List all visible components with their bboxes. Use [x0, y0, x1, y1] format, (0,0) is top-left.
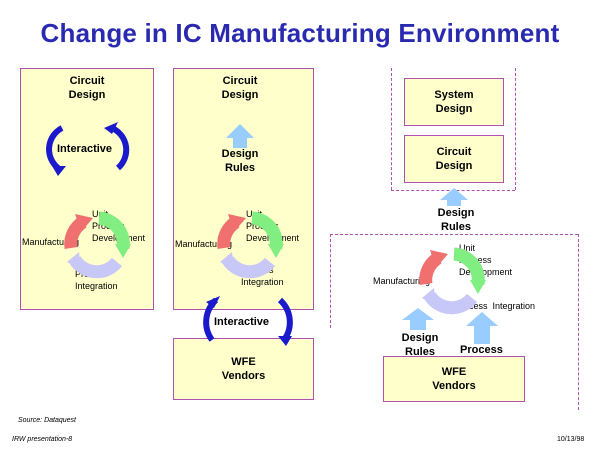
system-region-left-edge	[391, 68, 392, 190]
presentation-id: IRW presentation-8	[12, 436, 73, 443]
right-up-arrow-top-icon	[440, 188, 468, 206]
right-design-rules-bottom-label: Design Rules	[401, 332, 439, 358]
left-manufacturing-label: Manufacturing	[22, 237, 80, 247]
middle-design-rules-label: Design Rules	[221, 148, 259, 174]
right-wfe-vendors-box: WFE Vendors	[383, 356, 525, 402]
mfg-region-right-edge	[578, 234, 579, 410]
right-design-rules-up-arrow-icon	[402, 308, 434, 330]
page-title: Change in IC Manufacturing Environment	[40, 18, 560, 48]
left-cycle-icon	[64, 211, 131, 279]
right-process-up-arrow-icon	[466, 312, 498, 344]
middle-manufacturing-label: Manufacturing	[175, 239, 233, 249]
right-design-rules-top-label: Design Rules	[437, 207, 475, 233]
left-circuit-design-label: Circuit Design	[68, 75, 106, 101]
left-interactive-label: Interactive	[57, 143, 113, 155]
mfg-region-top-edge	[330, 234, 578, 235]
right-manufacturing-label: Manufacturing	[373, 276, 431, 286]
middle-cycle-icon	[217, 211, 284, 279]
middle-circuit-design-label: Circuit Design	[221, 75, 259, 101]
date-stamp: 10/13/98	[557, 436, 585, 443]
source-note: Source: Dataquest	[18, 417, 76, 424]
right-process-label: Process	[460, 344, 503, 356]
middle-interactive-arrows-icon	[203, 296, 293, 346]
system-region-right-edge	[515, 68, 516, 190]
middle-interactive-label: Interactive	[214, 316, 270, 328]
right-circuit-design-box: Circuit Design	[404, 135, 504, 183]
middle-wfe-vendors-box: WFE Vendors	[173, 338, 314, 400]
left-interactive-arrows-icon	[46, 122, 130, 176]
mfg-region-left-edge	[330, 234, 331, 328]
right-cycle-icon	[419, 247, 486, 315]
middle-up-arrow-icon	[226, 124, 254, 148]
system-design-box: System Design	[404, 78, 504, 126]
